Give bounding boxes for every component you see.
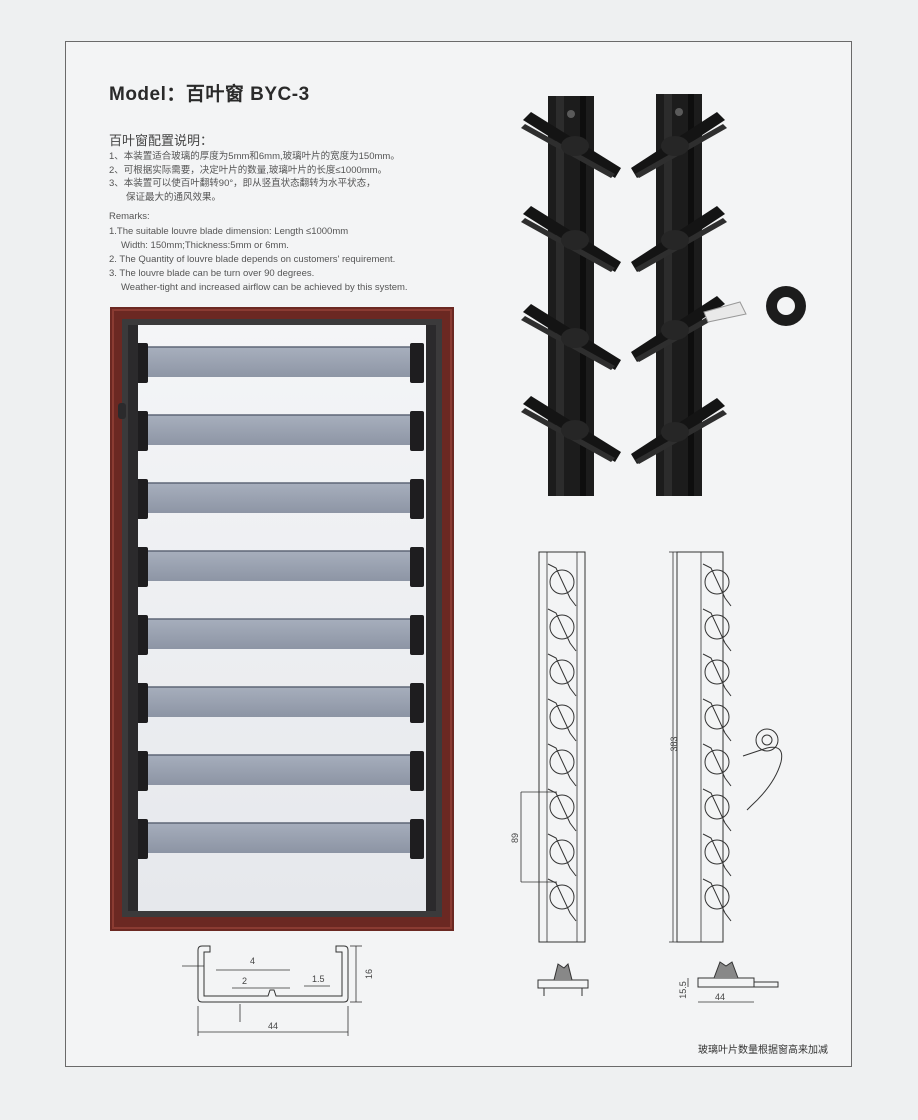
cn-config-heading: 百叶窗配置说明： — [109, 133, 214, 148]
dim-profile-height: 16 — [364, 969, 374, 979]
remark-1-cont: Width: 150mm;Thickness:5mm or 6mm. — [121, 240, 289, 251]
dim-profile-width: 44 — [268, 1021, 278, 1031]
remark-2: 2. The Quantity of louvre blade depends … — [109, 254, 396, 265]
page-title: Model：百叶窗 BYC-3 — [109, 84, 310, 105]
bracket-side-drawing: 89 383 — [510, 551, 783, 943]
bracket-clip — [521, 112, 621, 178]
glass-blade — [136, 547, 424, 587]
bracket-clip — [631, 206, 727, 272]
glass-blade — [136, 819, 424, 859]
dim-profile-groove: 1.5 — [312, 974, 325, 984]
remark-3-cont: Weather-tight and increased airflow can … — [121, 282, 408, 293]
bracket-clip — [521, 304, 621, 370]
dim-profile-flange: 4 — [250, 956, 255, 966]
cn-item-2: 2、可根据实际需要，决定叶片的数量,玻璃叶片的长度≤1000mm。 — [109, 164, 388, 176]
cn-item-1: 1、本装置适合玻璃的厚度为5mm和6mm,玻璃叶片的宽度为150mm。 — [109, 151, 400, 162]
dim-clip-height: 15.5 — [678, 981, 688, 999]
profile-section-drawing: 4 2 1.5 16 44 — [182, 945, 374, 1036]
bracket-clip — [631, 398, 727, 464]
glass-blade — [136, 751, 424, 791]
cn-config-list: 1、本装置适合玻璃的厚度为5mm和6mm,玻璃叶片的宽度为150mm。 2、可根… — [109, 150, 400, 204]
dim-bracket-pitch: 89 — [510, 833, 520, 843]
louvre-window-image — [110, 307, 454, 931]
dim-profile-thickness: 2 — [242, 976, 247, 986]
glass-blade — [136, 479, 424, 519]
bracket-clip — [521, 396, 621, 462]
glass-blade — [136, 683, 424, 723]
remark-3: 3. The louvre blade can be turn over 90 … — [109, 268, 315, 279]
remarks-list: 1.The suitable louvre blade dimension: L… — [109, 225, 408, 295]
cn-item-3-cont: 保证最大的通风效果。 — [126, 191, 222, 203]
glass-blade — [136, 343, 424, 383]
bracket-clip — [631, 296, 727, 362]
remarks-heading: Remarks: — [109, 211, 150, 222]
dim-clip-width: 44 — [715, 992, 725, 1002]
clip-section-drawing: 15.5 44 — [537, 961, 779, 1003]
glass-blade — [136, 615, 424, 655]
glass-blade — [136, 411, 424, 451]
footnote: 玻璃叶片数量根据窗高来加减 — [698, 1045, 828, 1056]
bracket-clip — [631, 112, 727, 178]
remark-1: 1.The suitable louvre blade dimension: L… — [109, 226, 349, 237]
bracket-clip — [521, 206, 621, 272]
dim-bracket-length: 383 — [669, 736, 679, 751]
bracket-photo — [521, 94, 806, 496]
cn-item-3: 3、本装置可以使百叶翻转90°，即从竖直状态翻转为水平状态， — [109, 178, 376, 189]
